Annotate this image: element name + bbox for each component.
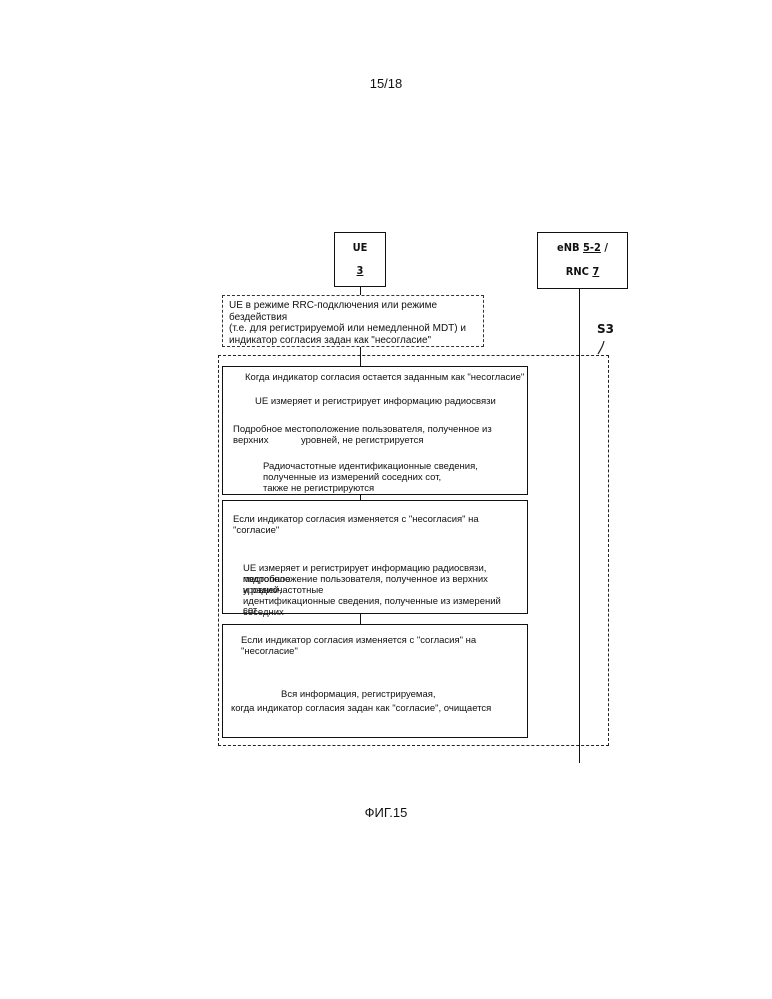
region-tag-s3: S3 [597, 322, 614, 336]
step-text: Радиочастотные идентификационные сведени… [263, 461, 478, 472]
step-text: уровней, не регистрируется [301, 435, 424, 446]
step-box-keep-nonconsent: Когда индикатор согласия остается заданн… [222, 366, 528, 495]
step-heading: Если индикатор согласия изменяется с "со… [241, 635, 527, 657]
step-text: Вся информация, регистрируемая, [281, 689, 436, 700]
step-text: также не регистрируются [263, 483, 374, 494]
step-text: сот [243, 605, 257, 616]
step-heading: Когда индикатор согласия остается заданн… [245, 372, 524, 383]
step-box-change-to-consent: Если индикатор согласия изменяется с "не… [222, 500, 528, 614]
step-text: полученные из измерений соседних сот, [263, 472, 441, 483]
step-text: UE измеряет и регистрирует информацию ра… [255, 396, 496, 407]
step-heading: Если индикатор согласия изменяется с "не… [233, 514, 527, 536]
leader-line [598, 341, 604, 354]
step-text: и радиочастотные [243, 585, 323, 596]
step-text: когда индикатор согласия задан как "согл… [231, 703, 491, 714]
step-text: идентификационные сведения, полученные и… [243, 596, 527, 618]
step-box-change-to-nonconsent: Если индикатор согласия изменяется с "со… [222, 624, 528, 738]
